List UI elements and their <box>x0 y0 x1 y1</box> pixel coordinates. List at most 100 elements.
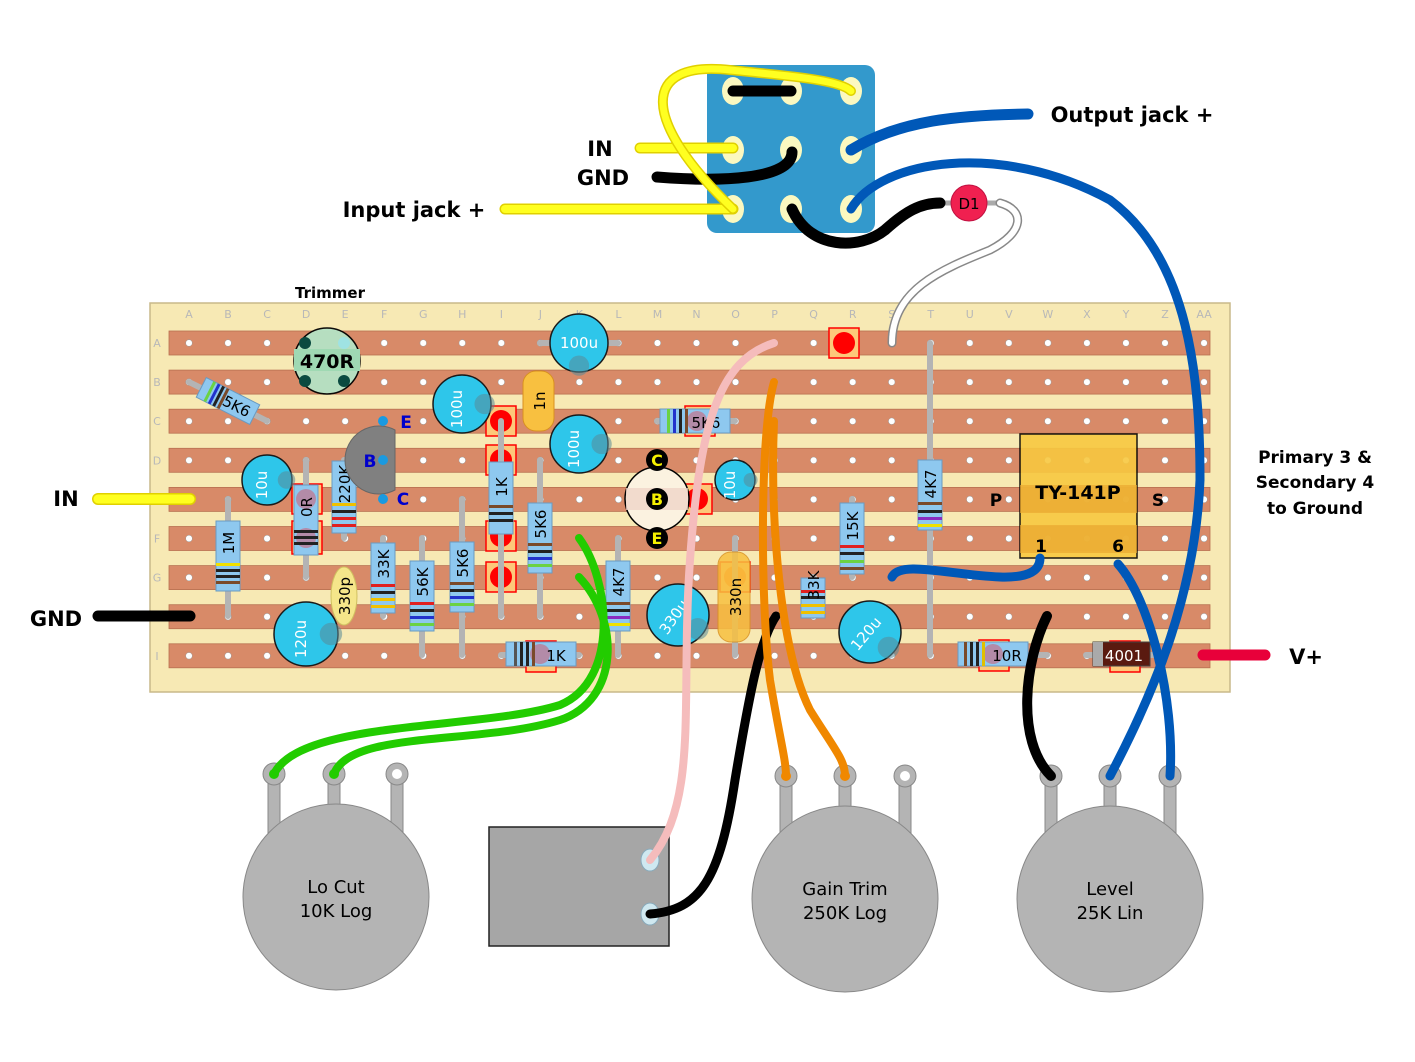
capacitor-1n[interactable]: 1n <box>522 370 555 432</box>
strip-hole <box>966 613 974 621</box>
strip-hole <box>1122 378 1130 386</box>
strip-hole <box>614 378 622 386</box>
column-label: Z <box>1161 308 1169 321</box>
ground-note-line1: Primary 3 & <box>1258 448 1372 468</box>
transformer-name: TY-141P <box>1035 482 1120 504</box>
trimmer-value: 470R <box>300 351 355 373</box>
wire-black-box <box>645 611 781 919</box>
pot-lo-cut[interactable]: Lo Cut 10K Log <box>242 762 430 991</box>
pot-name: Level <box>1086 879 1134 900</box>
strip-hole <box>1005 534 1013 543</box>
resistor-1k-bottom[interactable]: 1K <box>505 640 577 673</box>
column-label: F <box>381 308 387 321</box>
strip-hole <box>185 652 193 660</box>
capacitor-electrolytic[interactable]: 10u <box>241 454 296 506</box>
capacitor-electrolytic[interactable]: 100u <box>549 414 612 474</box>
resistor-15k[interactable]: 15K <box>839 502 865 575</box>
column-label: J <box>538 308 542 321</box>
transistor-q1[interactable]: E B C <box>344 413 412 510</box>
resistor-label: 33K <box>375 548 393 578</box>
capacitor-electrolytic[interactable]: 120u <box>273 601 343 667</box>
resistor-33k-q[interactable]: 33K <box>800 569 826 619</box>
transformer-secondary-label: S <box>1152 491 1164 511</box>
capacitor-electrolytic[interactable]: 10u <box>714 459 758 501</box>
dc-jack-box[interactable] <box>488 826 670 947</box>
capacitor-330n[interactable]: 330n <box>717 551 751 643</box>
capacitor-electrolytic[interactable]: 100u <box>432 374 495 434</box>
wire-output-jack <box>845 108 1034 156</box>
column-label: Q <box>809 308 818 321</box>
column-label: N <box>692 308 700 321</box>
strip-hole <box>966 495 974 503</box>
strip-hole <box>458 339 466 347</box>
strip-hole <box>224 339 232 347</box>
transformer-primary-label: P <box>990 491 1002 511</box>
pot-level[interactable]: Level 25K Lin <box>1016 764 1204 993</box>
resistor-label: 56K <box>414 566 432 596</box>
strip-hole <box>810 495 818 503</box>
capacitor-330p[interactable]: 330p <box>330 566 358 626</box>
column-label: C <box>263 308 271 321</box>
column-label: P <box>771 308 778 321</box>
resistor-5k6-h[interactable]: 5K6 <box>449 541 475 613</box>
resistor-4k7-t[interactable]: 4K7 <box>917 459 943 531</box>
track-cut <box>828 327 860 359</box>
strip-hole <box>341 652 349 660</box>
resistor-5k6-k[interactable]: 5K6 <box>527 502 553 574</box>
capacitor-label: 100u <box>448 390 466 428</box>
capacitor-electrolytic[interactable]: 330u <box>646 583 710 647</box>
strip-hole <box>966 456 974 464</box>
resistor-10r[interactable]: 10R <box>957 639 1029 672</box>
led-label: D1 <box>958 195 979 213</box>
pot-gain-trim[interactable]: Gain Trim 250K Log <box>751 764 939 993</box>
transformer-ty141p[interactable]: TY-141P P S 1 6 <box>990 433 1164 559</box>
capacitor-electrolytic[interactable]: 100u <box>549 313 609 376</box>
strip-hole <box>1200 534 1208 543</box>
resistor-56k[interactable]: 56K <box>409 560 435 632</box>
strip-hole <box>380 339 388 347</box>
strip-hole <box>1005 456 1013 464</box>
strip-hole <box>849 456 857 464</box>
resistor-5k6-c[interactable]: 5K6 <box>659 405 731 437</box>
strip-hole <box>966 417 974 425</box>
strip-hole <box>185 456 193 464</box>
strip-hole <box>497 378 505 386</box>
resistor-label: 1K <box>493 476 511 497</box>
strip-hole <box>888 378 896 386</box>
strip-hole <box>1005 495 1013 503</box>
wire-black-level <box>1022 611 1056 781</box>
resistor-label: 5K6 <box>454 549 472 578</box>
led-d1[interactable]: D1 <box>940 184 1000 222</box>
strip-hole <box>653 339 662 347</box>
strip-hole <box>614 456 622 464</box>
diode-label: 4001 <box>1105 647 1143 665</box>
capacitor-label: 100u <box>560 334 598 352</box>
strip-hole <box>888 534 896 543</box>
column-label: D <box>302 308 310 321</box>
resistor-33k[interactable]: 33K <box>370 542 396 614</box>
strip-hole <box>1005 613 1013 621</box>
strip-hole <box>1044 378 1052 386</box>
strip-hole <box>1083 417 1091 425</box>
strip-hole <box>1200 339 1208 347</box>
strip-hole <box>1161 339 1169 347</box>
ground-note-line3: to Ground <box>1267 499 1363 519</box>
resistor-0r[interactable]: 0R <box>293 484 319 556</box>
strip-hole <box>341 417 349 425</box>
strip-hole <box>849 417 857 425</box>
resistor-1m[interactable]: 1M <box>215 520 241 592</box>
strip-hole <box>1161 574 1169 582</box>
column-label: O <box>731 308 740 321</box>
column-label: X <box>1083 308 1091 321</box>
capacitor-electrolytic[interactable]: 120u <box>838 600 902 664</box>
pot-value: 10K Log <box>300 901 373 922</box>
diode-4001[interactable]: 4001 <box>1092 640 1151 673</box>
strip-hole <box>732 339 740 347</box>
strip-hole <box>1005 417 1013 425</box>
resistor-1k-i[interactable]: 1K <box>488 461 514 535</box>
output-jack-label: Output jack + <box>1051 103 1214 127</box>
resistor-4k7-l[interactable]: 4K7 <box>605 560 631 632</box>
trimmer-470r[interactable]: 470R <box>293 327 361 395</box>
transistor-q2[interactable]: C B E <box>624 449 690 549</box>
